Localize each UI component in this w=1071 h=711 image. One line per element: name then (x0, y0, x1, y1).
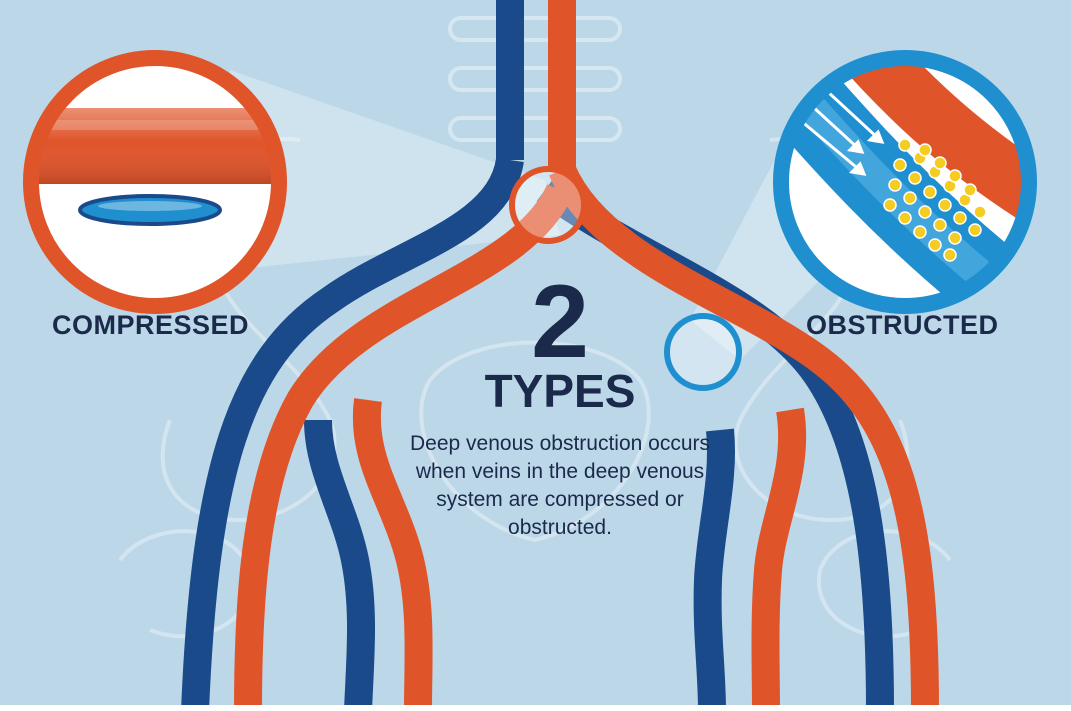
magnifier-obstructed (770, 20, 1060, 306)
vertebra (450, 118, 620, 140)
label-compressed: COMPRESSED (52, 310, 249, 341)
artery-right-inner (766, 410, 793, 711)
types-heading: TYPES (440, 366, 680, 416)
marker-circle-compressed (512, 169, 584, 241)
label-obstructed: OBSTRUCTED (806, 310, 999, 341)
spine-vertebrae (450, 18, 620, 140)
bottom-border (0, 705, 1071, 711)
vertebra (450, 68, 620, 90)
description-text: Deep venous obstruction occurs when vein… (410, 430, 710, 542)
types-count: 2 (460, 270, 660, 374)
hip-socket-left (120, 531, 251, 636)
vertebra (450, 18, 620, 40)
vein-left-inner (318, 420, 361, 711)
